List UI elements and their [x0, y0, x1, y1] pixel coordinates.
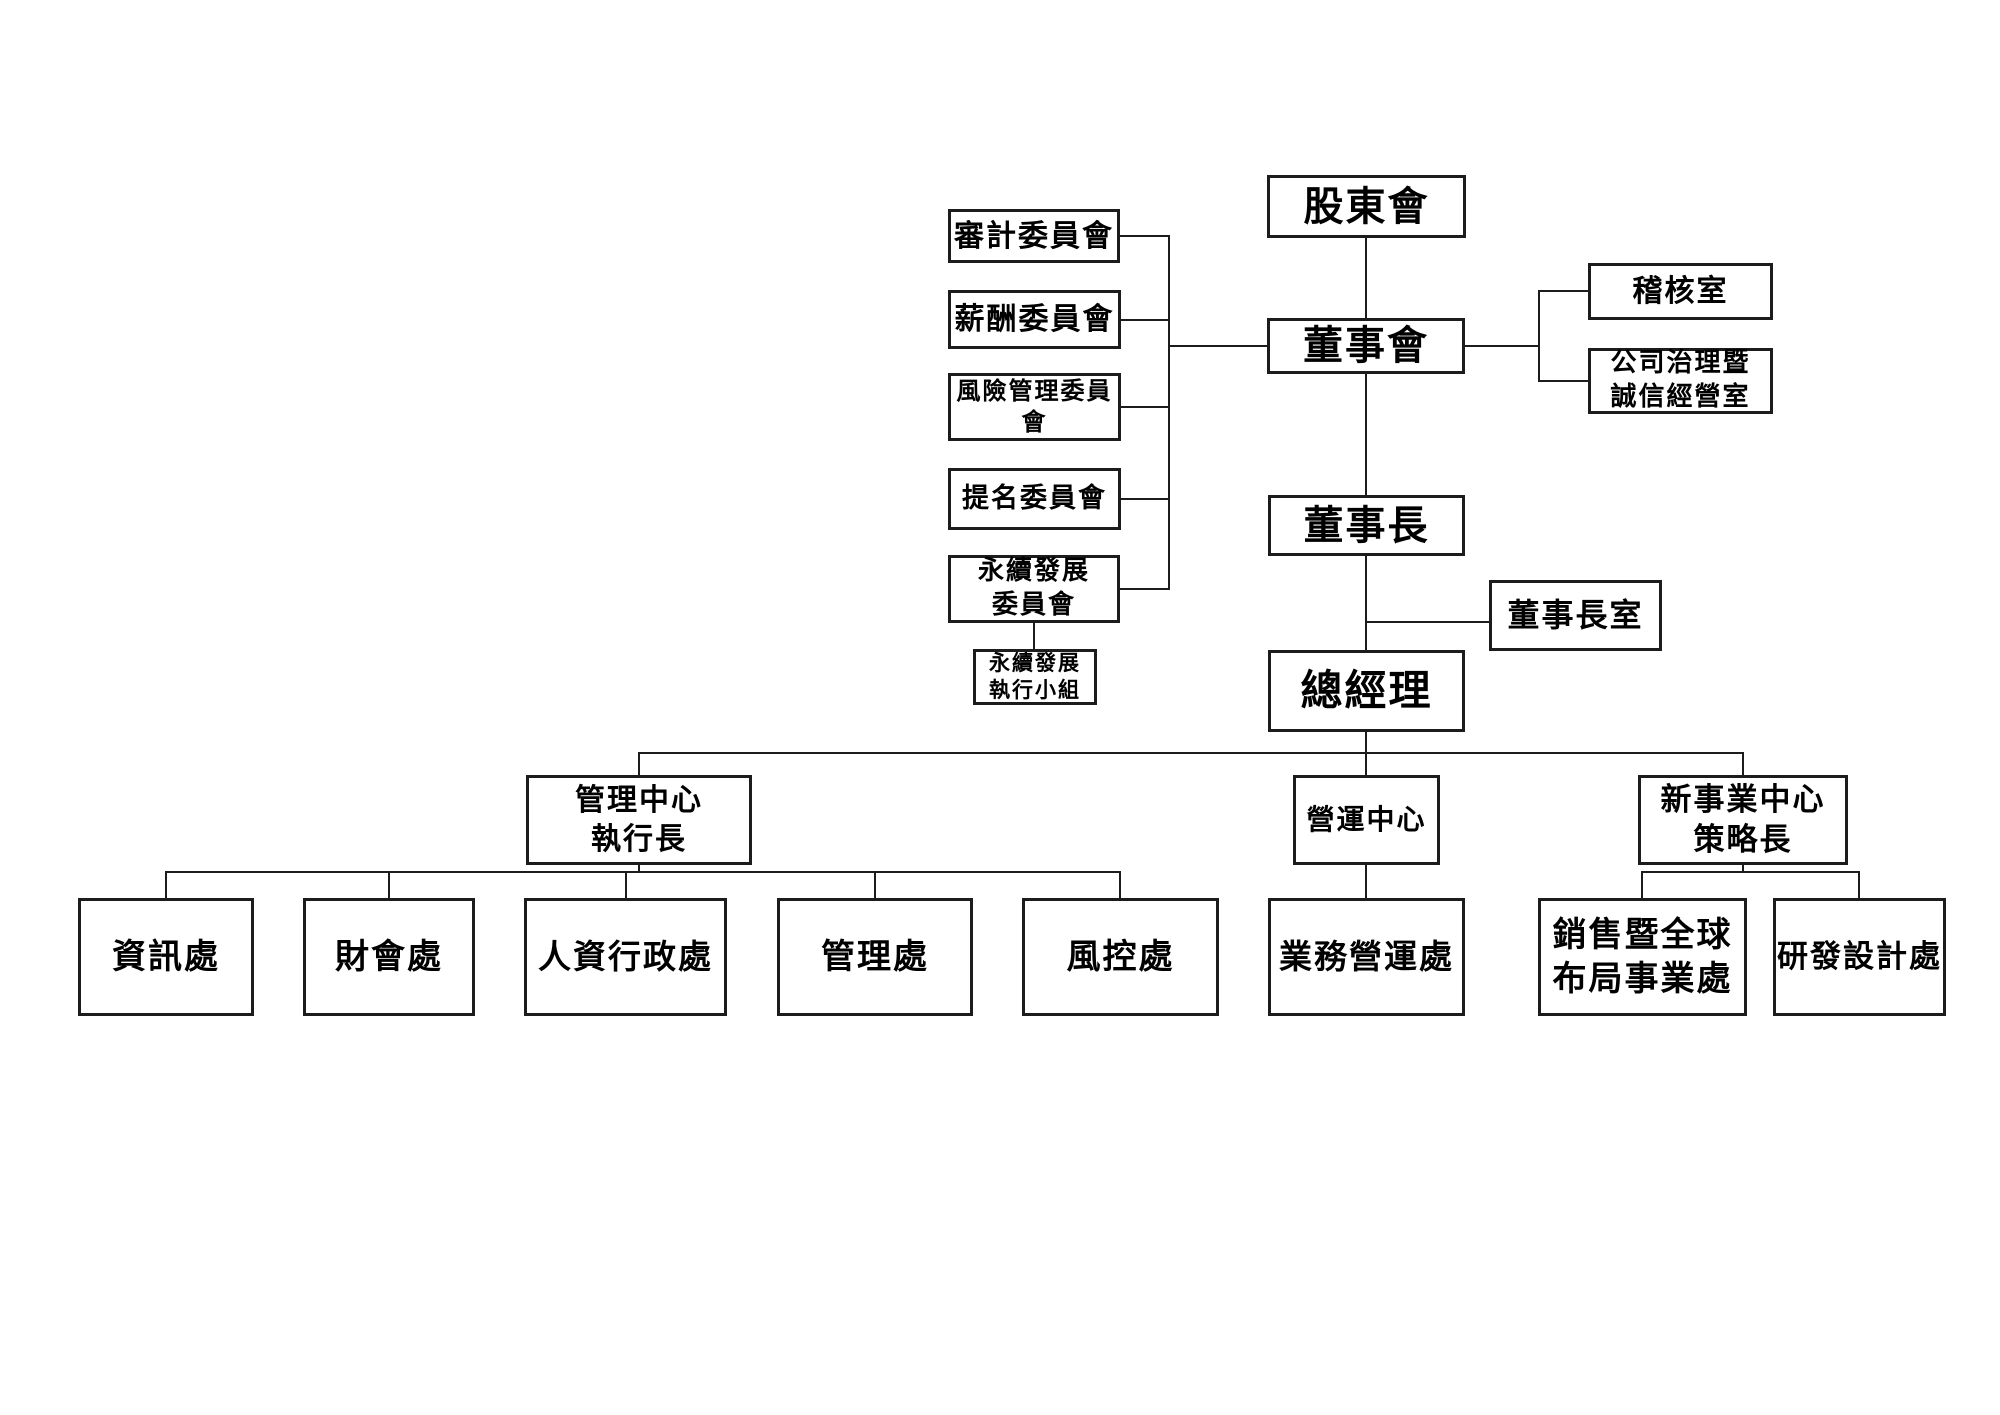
org-node-governance-office: 公司治理暨 誠信經營室	[1588, 348, 1773, 414]
org-node-bizops-dept: 業務營運處	[1268, 898, 1465, 1016]
org-node-nomination-committee: 提名委員會	[948, 468, 1121, 530]
edge-shareholders-to-board	[1365, 237, 1367, 319]
org-node-esg-taskforce: 永續發展 執行小組	[973, 649, 1097, 705]
edge-ops-center-to-bizops	[1365, 864, 1367, 899]
edge-drop-riskctrl-dept	[1119, 871, 1121, 899]
edge-branch-chairman-office	[1365, 621, 1490, 623]
org-node-riskctrl-dept: 風控處	[1022, 898, 1219, 1016]
org-node-info-dept: 資訊處	[78, 898, 254, 1016]
edge-newbiz-split-line	[1641, 871, 1860, 873]
edge-centers-distribution-line	[638, 752, 1744, 754]
edge-drop-sales-dept	[1641, 871, 1643, 899]
edge-drop-admin-dept	[874, 871, 876, 899]
edge-mgmt-depts-distribution-line	[165, 871, 1121, 873]
edge-right-bracket	[1538, 290, 1540, 382]
edge-newbiz-center-riser	[1742, 864, 1744, 873]
org-node-president: 總經理	[1268, 650, 1465, 732]
edge-stub-esg-committee	[1119, 588, 1170, 590]
edge-board-right-stub	[1464, 345, 1540, 347]
edge-drop-newbiz-center	[1742, 752, 1744, 776]
edge-bracket-to-audit-office	[1538, 290, 1589, 292]
edge-esg-committee-to-taskforce	[1033, 622, 1035, 650]
org-node-chairman-office: 董事長室	[1489, 580, 1662, 651]
edge-drop-rd-dept	[1858, 871, 1860, 899]
org-node-chairman: 董事長	[1268, 495, 1465, 556]
edge-chairman-to-president	[1365, 555, 1367, 651]
org-node-mgmt-center: 管理中心 執行長	[526, 775, 752, 865]
org-node-newbiz-center: 新事業中心 策略長	[1638, 775, 1848, 865]
edge-bracket-to-governance-office	[1538, 380, 1589, 382]
edge-board-to-chairman	[1365, 373, 1367, 496]
edge-mgmt-center-riser	[638, 864, 640, 873]
org-node-esg-committee: 永續發展 委員會	[948, 555, 1120, 623]
edge-committee-trunk	[1168, 235, 1170, 590]
org-node-shareholders: 股東會	[1267, 175, 1466, 238]
org-node-sales-dept: 銷售暨全球 布局事業處	[1538, 898, 1747, 1016]
edge-drop-finance-dept	[388, 871, 390, 899]
edge-drop-hr-dept	[625, 871, 627, 899]
edge-stub-nomination-committee	[1120, 498, 1170, 500]
edge-stub-compensation-committee	[1120, 319, 1170, 321]
org-node-rd-dept: 研發設計處	[1773, 898, 1946, 1016]
org-node-finance-dept: 財會處	[303, 898, 475, 1016]
edge-drop-mgmt-center	[638, 752, 640, 776]
org-node-hr-dept: 人資行政處	[524, 898, 727, 1016]
org-node-risk-committee: 風險管理委員會	[948, 373, 1121, 441]
org-node-ops-center: 營運中心	[1293, 775, 1440, 865]
edge-stub-audit-committee	[1119, 235, 1170, 237]
org-node-audit-office: 稽核室	[1588, 263, 1773, 320]
edge-drop-info-dept	[165, 871, 167, 899]
org-node-admin-dept: 管理處	[777, 898, 973, 1016]
org-node-audit-committee: 審計委員會	[948, 209, 1120, 263]
edge-trunk-to-board	[1168, 345, 1268, 347]
org-node-compensation-committee: 薪酬委員會	[948, 290, 1121, 349]
org-node-board: 董事會	[1267, 318, 1465, 374]
edge-stub-risk-committee	[1120, 406, 1170, 408]
